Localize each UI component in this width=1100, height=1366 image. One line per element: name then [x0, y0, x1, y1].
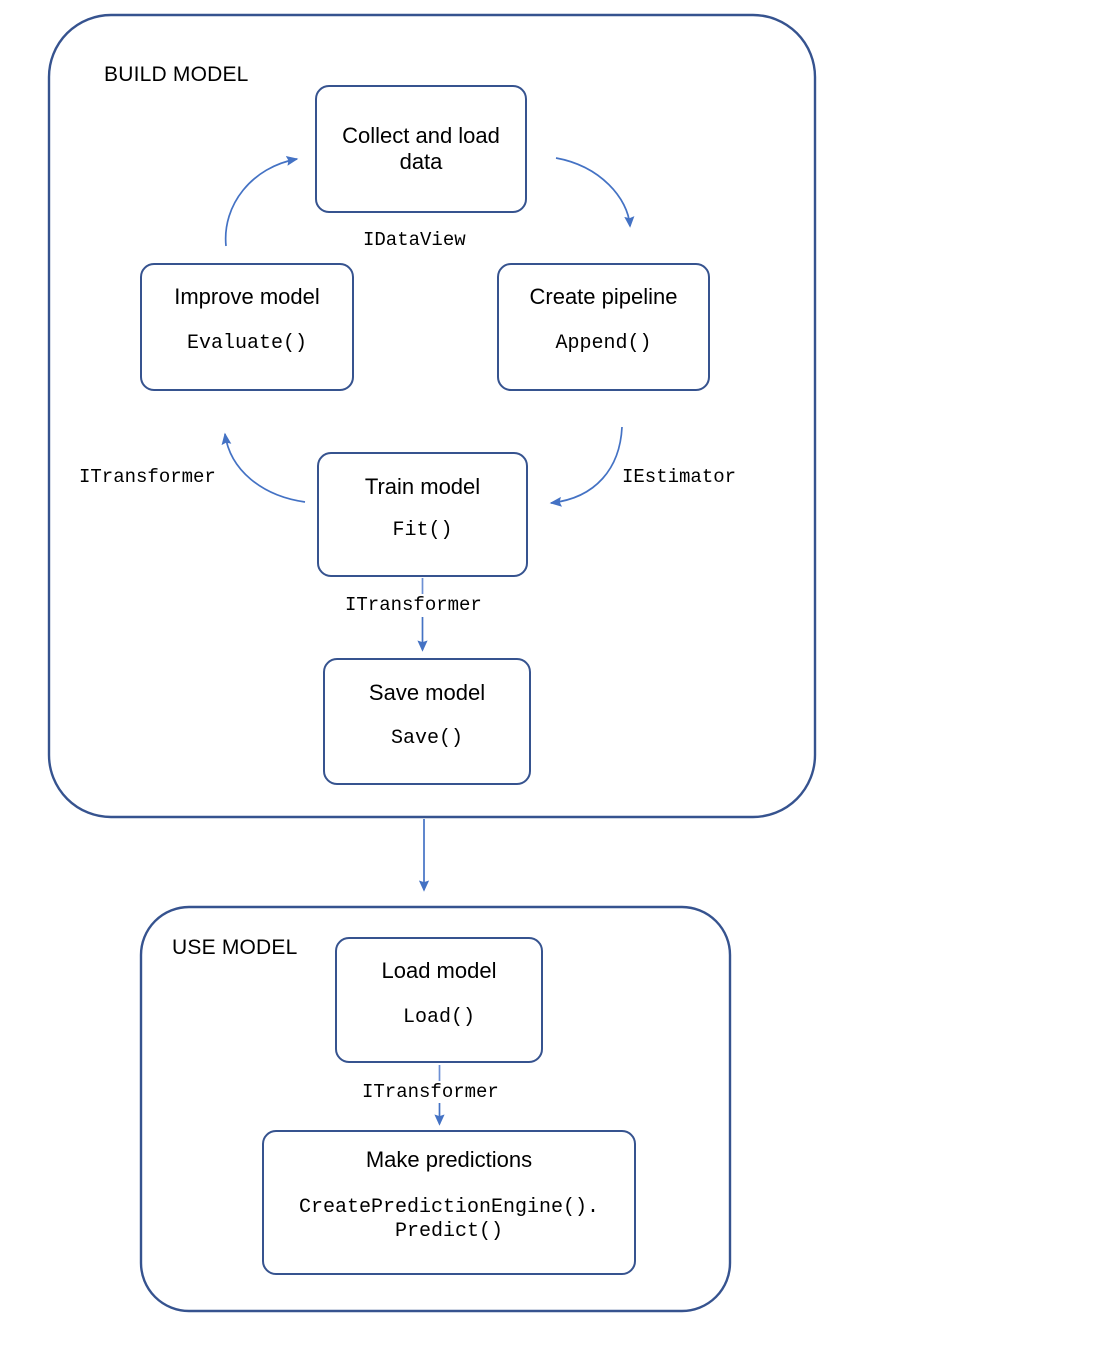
node-improve-model-api: Evaluate()	[186, 331, 308, 355]
node-create-pipeline-title: Create pipeline	[529, 284, 678, 310]
arrow-train-to-improve	[221, 432, 306, 503]
edge-label-itransformer-predict: ITransformer	[362, 1081, 499, 1103]
node-improve-model[interactable]: Improve model Evaluate()	[140, 263, 354, 391]
node-load-model-api: Load()	[402, 1005, 475, 1029]
node-improve-model-title: Improve model	[174, 284, 320, 310]
arrow-improve-to-collect	[224, 155, 299, 247]
node-train-model-api: Fit()	[392, 519, 453, 543]
build-model-label: BUILD MODEL	[104, 63, 249, 86]
arrow-pipeline-to-train	[549, 426, 623, 507]
node-load-model-title: Load model	[381, 958, 497, 984]
node-save-model[interactable]: Save model Save()	[323, 658, 531, 785]
node-collect-and-load-data-title: Collect and load data	[342, 123, 500, 174]
node-create-pipeline[interactable]: Create pipeline Append()	[497, 263, 710, 391]
node-create-pipeline-api: Append()	[555, 331, 652, 355]
use-model-label: USE MODEL	[172, 936, 298, 959]
edge-label-idataview: IDataView	[363, 229, 466, 251]
node-load-model[interactable]: Load model Load()	[335, 937, 543, 1063]
node-train-model-title: Train model	[364, 473, 481, 499]
node-make-predictions-api: CreatePredictionEngine(). Predict()	[298, 1196, 600, 1244]
edge-label-iestimator: IEstimator	[622, 466, 737, 488]
node-collect-and-load-data[interactable]: Collect and load data	[315, 85, 527, 213]
node-train-model[interactable]: Train model Fit()	[317, 452, 528, 577]
edge-label-itransformer-left: ITransformer	[79, 466, 216, 488]
node-make-predictions[interactable]: Make predictions CreatePredictionEngine(…	[262, 1130, 636, 1275]
node-save-model-api: Save()	[390, 727, 463, 751]
arrow-collect-to-pipeline	[555, 157, 635, 228]
node-make-predictions-title: Make predictions	[365, 1146, 533, 1172]
edge-label-itransformer-save: ITransformer	[345, 594, 482, 616]
node-save-model-title: Save model	[368, 679, 486, 705]
